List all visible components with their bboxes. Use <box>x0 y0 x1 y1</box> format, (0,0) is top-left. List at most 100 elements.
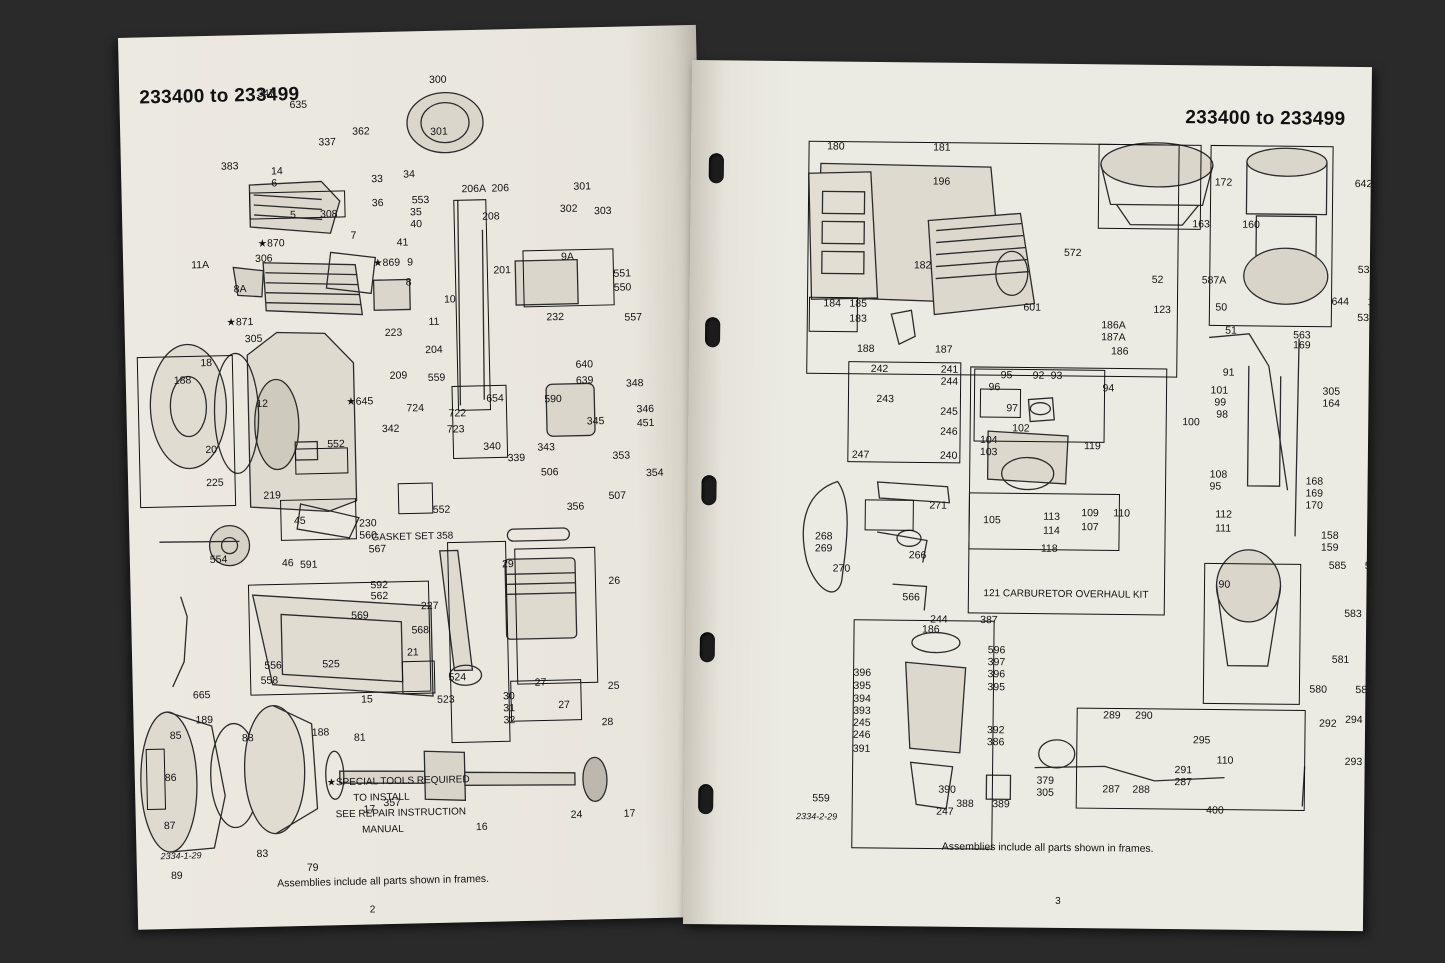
part-number-label: 8A <box>234 283 247 295</box>
part-number-label: 644 <box>1331 296 1349 308</box>
part-number-label: 219 <box>263 489 281 501</box>
right-exploded-diagram: 121 CARBURETOR OVERHAUL KIT 2334-2-29 18… <box>795 140 1372 850</box>
right-page-caption: Assemblies include all parts shown in fr… <box>941 840 1154 855</box>
part-number-label: 523 <box>437 694 455 706</box>
part-number-label: 112 <box>1215 509 1232 521</box>
part-number-label: 525 <box>322 658 340 670</box>
part-number-label: 584 <box>1366 596 1372 608</box>
part-number-label: 392 <box>987 724 1005 736</box>
part-number-label: 172 <box>1215 176 1233 188</box>
part-number-label: 507 <box>608 490 626 502</box>
part-number-label: 52 <box>1152 274 1164 286</box>
frame <box>136 354 237 509</box>
part-number-label: 290 <box>1135 710 1153 722</box>
part-number-label: 601 <box>1023 301 1041 313</box>
left-page: 233400 to 233499 <box>118 24 717 930</box>
part-number-label: 98 <box>1216 409 1228 421</box>
part-number-label: 386 <box>987 736 1005 748</box>
part-number-label: 591 <box>300 559 318 571</box>
part-number-label: 10 <box>444 293 456 305</box>
part-number-label: 8 <box>405 276 411 288</box>
part-number-label: 348 <box>626 377 644 389</box>
part-number-label: 396 <box>988 668 1006 680</box>
part-number-label: 181 <box>933 142 951 154</box>
part-number-label: 345 <box>587 415 605 427</box>
part-number-label: 123 <box>1153 304 1171 316</box>
part-number-label: 32 <box>503 714 515 726</box>
part-number-label: 225 <box>206 477 224 489</box>
part-number-label: 108 <box>1210 468 1228 480</box>
part-number-label: 301 <box>573 180 591 192</box>
part-number-label: 246 <box>853 729 871 741</box>
part-number-label: 552 <box>327 438 345 450</box>
part-number-label: 99 <box>1214 396 1226 408</box>
part-number-label: 582 <box>1355 684 1372 696</box>
part-number-label: 295 <box>1193 734 1211 746</box>
part-number-label: 17 <box>624 807 636 819</box>
part-number-label: 16 <box>476 821 488 833</box>
part-number-label: 109 <box>1081 507 1099 519</box>
part-number-label: 390 <box>938 784 956 796</box>
part-number-label: 107 <box>1081 521 1099 533</box>
part-number-label: 95 <box>1209 480 1221 492</box>
part-number-label: 5 <box>290 209 296 221</box>
part-number-label: 230 <box>359 517 377 529</box>
part-number-label: 346 <box>636 403 654 415</box>
part-number-label: 15 <box>361 693 373 705</box>
part-number-label: 379 <box>1036 775 1054 787</box>
part-number-label: 183 <box>849 313 867 325</box>
part-number-label: 356 <box>567 501 585 513</box>
part-number-label: 722 <box>448 407 466 419</box>
part-number-label: 9 <box>407 256 413 268</box>
part-number-label: 110 <box>1113 507 1130 519</box>
part-number-label: 50 <box>1215 301 1227 313</box>
part-number-label: 288 <box>1132 784 1150 796</box>
part-number-label: 223 <box>385 327 403 339</box>
part-number-label: 79 <box>307 862 319 874</box>
part-number-label: 9A <box>561 251 574 263</box>
part-number-label: 25 <box>608 680 620 692</box>
part-number-label: 31 <box>503 702 515 714</box>
part-number-label: 587A <box>1202 274 1227 286</box>
part-number-label: 14 <box>271 165 283 177</box>
part-number-label: 169 <box>1305 487 1323 499</box>
part-number-label: 567 <box>369 543 387 555</box>
part-number-label: 357 <box>383 797 401 809</box>
part-number-label: 640 <box>575 358 593 370</box>
part-number-label: 247 <box>852 449 870 461</box>
part-number-label: 347 <box>257 87 275 99</box>
left-page-number: 2 <box>369 904 376 916</box>
part-number-label: 91 <box>1223 367 1235 379</box>
part-number-label: 639 <box>576 374 594 386</box>
part-number-label: 559 <box>428 372 446 384</box>
part-number-label: 111 <box>1215 523 1231 535</box>
part-number-label: 562 <box>371 590 389 602</box>
part-number-label: 301 <box>430 126 448 138</box>
part-number-label: 400 <box>1206 804 1224 816</box>
part-number-label: 180 <box>827 140 845 152</box>
part-number-label: 26 <box>608 575 620 587</box>
part-number-label: 394 <box>853 693 871 705</box>
part-number-label: 270 <box>833 563 851 575</box>
part-number-label: 362 <box>352 125 370 137</box>
part-number-label: 118 <box>1041 543 1058 555</box>
part-number-label: 206A <box>461 183 486 196</box>
part-number-label: 241 <box>941 364 959 376</box>
part-number-label: 306 <box>255 253 273 265</box>
part-number-label: 389 <box>992 798 1010 810</box>
part-number-label: 30 <box>503 690 515 702</box>
part-number-label: 206 <box>491 182 509 194</box>
part-number-label: 393 <box>853 705 871 717</box>
part-number-label: 41 <box>397 236 409 248</box>
part-number-label: 36 <box>372 197 384 209</box>
part-number-label: 524 <box>448 671 466 683</box>
part-number-label: 184 <box>823 297 841 309</box>
part-number-label: 90 <box>1218 579 1230 591</box>
part-number-label: 635 <box>289 99 307 111</box>
note-line: TO INSTALL <box>353 792 410 804</box>
part-number-label: 247 <box>936 806 954 818</box>
part-number-label: 196 <box>933 176 951 188</box>
part-number-label: 642 <box>1355 178 1372 190</box>
part-number-label: 387 <box>980 614 998 626</box>
